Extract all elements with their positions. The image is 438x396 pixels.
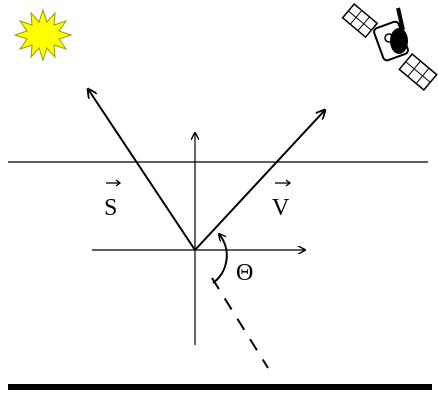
angle-arc bbox=[212, 234, 228, 284]
sun-icon bbox=[13, 8, 73, 62]
v-vector-label: V bbox=[272, 195, 290, 221]
v-vector-arrow bbox=[194, 110, 325, 251]
satellite-panel-left bbox=[341, 2, 379, 39]
s-vector-label-group: S bbox=[104, 179, 122, 221]
dashed-extension-line bbox=[211, 277, 269, 369]
s-vector-label: S bbox=[104, 195, 117, 221]
satellite-icon bbox=[341, 2, 438, 92]
satellite-panel-right bbox=[398, 52, 438, 92]
s-vector-arrow bbox=[88, 89, 196, 251]
angle-label: Θ bbox=[236, 260, 253, 286]
v-vector-label-group: V bbox=[272, 179, 292, 221]
